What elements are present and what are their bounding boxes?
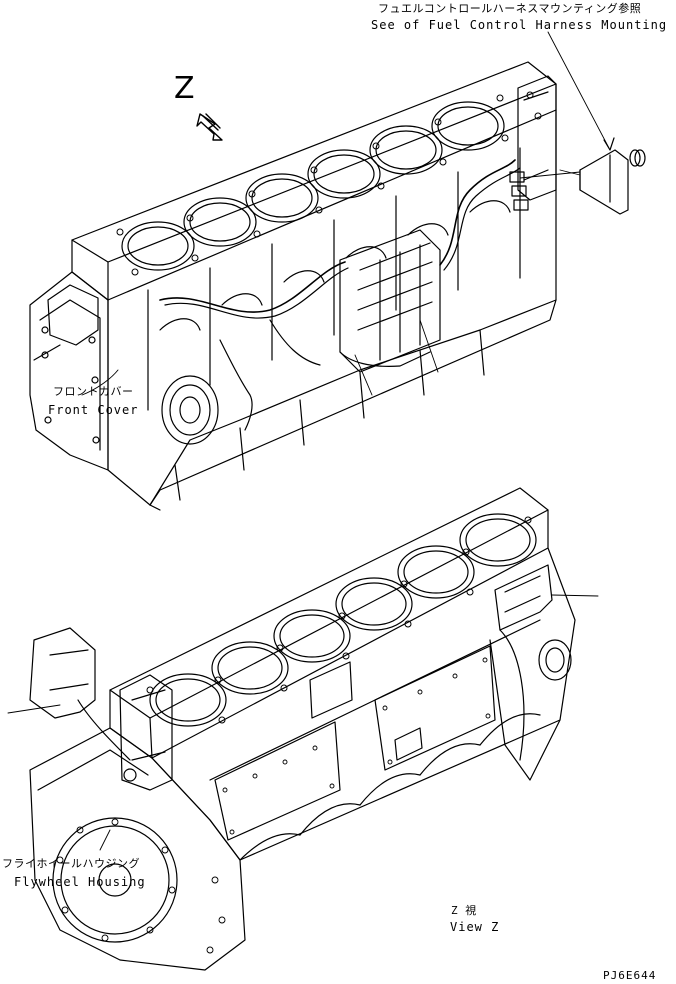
harness-mounting-plate <box>519 31 646 215</box>
front-cover-label-en: Front Cover <box>48 403 139 417</box>
harness-mounting-callout-jp: フュエルコントロールハーネスマウンティング参照 <box>378 2 642 15</box>
front-cover-label-jp: フロントカバー <box>53 385 134 398</box>
view-z-marker: Z <box>174 71 195 106</box>
harness-mounting-callout-en: See of Fuel Control Harness Mounting <box>371 18 668 32</box>
engine-block-top <box>29 61 557 511</box>
flywheel-housing-label-en: Flywheel Housing <box>14 875 146 889</box>
view-z-caption-en: View Z <box>450 920 500 934</box>
flywheel-housing-label-jp: フライホイールハウジング <box>2 857 140 870</box>
engine-block-bottom <box>7 487 599 971</box>
view-z-caption-jp: Z 視 <box>451 904 477 917</box>
front-cover-leader <box>81 369 119 396</box>
part-code: PJ6E644 <box>603 969 657 982</box>
view-direction-arrow-icon <box>196 113 223 141</box>
